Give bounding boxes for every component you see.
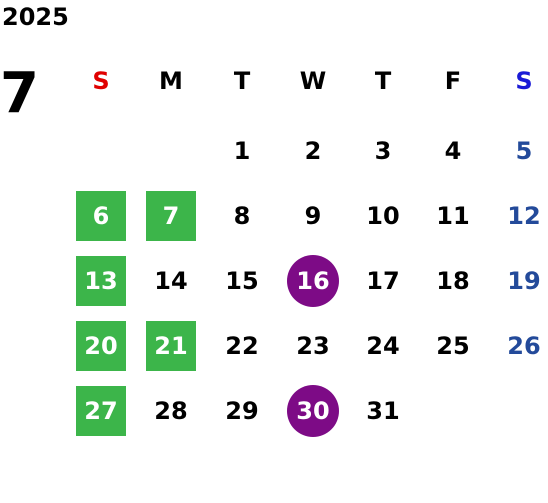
weekday-header: S: [515, 67, 533, 95]
weekday-header: W: [299, 67, 327, 95]
calendar-day[interactable]: 29: [225, 397, 259, 425]
calendar-day[interactable]: 25: [436, 332, 470, 360]
calendar-day-highlighted[interactable]: 27: [76, 386, 126, 436]
calendar-day-highlighted[interactable]: 6: [76, 191, 126, 241]
calendar-day-highlighted[interactable]: 13: [76, 256, 126, 306]
calendar-day[interactable]: 24: [366, 332, 400, 360]
calendar-day[interactable]: 23: [296, 332, 330, 360]
calendar-day[interactable]: 8: [233, 202, 251, 230]
weekday-header: T: [233, 67, 251, 95]
calendar-day[interactable]: 3: [374, 137, 392, 165]
calendar-day[interactable]: 22: [225, 332, 259, 360]
weekday-header: T: [374, 67, 392, 95]
calendar-day[interactable]: 14: [154, 267, 188, 295]
calendar-day[interactable]: 4: [444, 137, 462, 165]
calendar-day-highlighted[interactable]: 20: [76, 321, 126, 371]
calendar-day[interactable]: 9: [304, 202, 322, 230]
calendar-day[interactable]: 10: [366, 202, 400, 230]
calendar-day[interactable]: 1: [233, 137, 251, 165]
calendar-day[interactable]: 5: [515, 137, 533, 165]
calendar-day-highlighted[interactable]: 7: [146, 191, 196, 241]
calendar-day[interactable]: 17: [366, 267, 400, 295]
calendar-month: 7: [0, 61, 39, 126]
calendar-day[interactable]: 18: [436, 267, 470, 295]
calendar-day[interactable]: 2: [304, 137, 322, 165]
calendar-day[interactable]: 31: [366, 397, 400, 425]
weekday-header: M: [159, 67, 183, 95]
calendar-day[interactable]: 26: [507, 332, 541, 360]
calendar-day[interactable]: 11: [436, 202, 470, 230]
weekday-header: S: [92, 67, 110, 95]
calendar-day[interactable]: 15: [225, 267, 259, 295]
weekday-header: F: [444, 67, 462, 95]
calendar-day-highlighted[interactable]: 21: [146, 321, 196, 371]
calendar-day-marked[interactable]: 16: [287, 255, 339, 307]
calendar-day[interactable]: 12: [507, 202, 541, 230]
calendar-day-marked[interactable]: 30: [287, 385, 339, 437]
calendar-day[interactable]: 28: [154, 397, 188, 425]
calendar-year: 2025: [2, 3, 69, 31]
calendar-day[interactable]: 19: [507, 267, 541, 295]
